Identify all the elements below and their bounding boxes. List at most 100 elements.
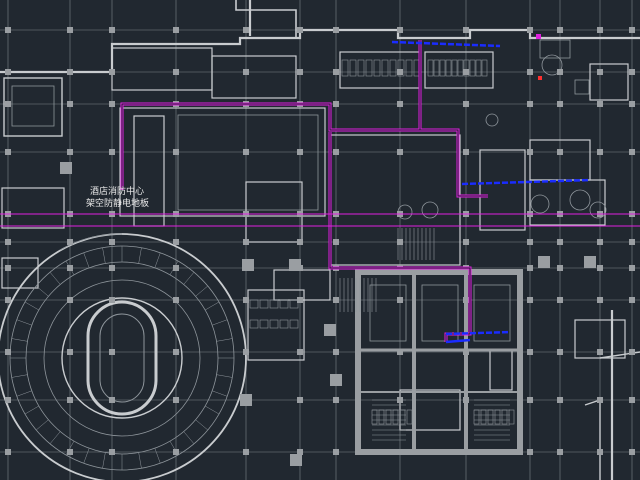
column	[397, 27, 403, 33]
ramp-tick	[205, 301, 220, 311]
column	[597, 349, 603, 355]
ramp-tick	[216, 338, 233, 342]
column	[333, 397, 339, 403]
column	[597, 239, 603, 245]
column	[297, 27, 303, 33]
column	[67, 449, 73, 455]
column	[109, 349, 115, 355]
toilet-stall	[473, 409, 480, 425]
toilet-stall	[508, 409, 515, 425]
toilet-stall	[405, 59, 413, 77]
column	[557, 101, 563, 107]
column	[5, 101, 11, 107]
toilet-stall	[463, 59, 470, 77]
column	[597, 397, 603, 403]
column	[629, 149, 635, 155]
column	[629, 101, 635, 107]
column	[463, 349, 469, 355]
toilet-stall	[480, 409, 487, 425]
column	[397, 297, 403, 303]
column	[333, 297, 339, 303]
column	[597, 449, 603, 455]
toilet-stall	[392, 409, 399, 425]
column	[5, 397, 11, 403]
column	[297, 69, 303, 75]
large-column	[242, 259, 254, 271]
column	[463, 149, 469, 155]
ramp-tick	[83, 448, 90, 464]
equipment-box	[259, 299, 269, 309]
ramp-tick	[11, 374, 28, 378]
column	[109, 397, 115, 403]
column	[297, 239, 303, 245]
column	[67, 239, 73, 245]
ramp-tick	[138, 247, 142, 264]
equipment-box	[269, 319, 279, 329]
ramp-tick	[49, 431, 61, 444]
ramp-tick	[24, 405, 39, 415]
large-column	[290, 454, 302, 466]
column	[5, 239, 11, 245]
ramp-tick	[16, 319, 32, 326]
equipment-box	[249, 299, 259, 309]
column	[629, 27, 635, 33]
column	[397, 239, 403, 245]
column	[109, 101, 115, 107]
column	[67, 69, 73, 75]
column	[5, 69, 11, 75]
column	[173, 239, 179, 245]
column	[109, 149, 115, 155]
toilet-stall	[406, 409, 413, 425]
column	[297, 349, 303, 355]
column	[297, 397, 303, 403]
ramp-tick	[102, 452, 106, 469]
toilet-stall	[457, 59, 464, 77]
column	[597, 297, 603, 303]
column	[243, 27, 249, 33]
column	[333, 69, 339, 75]
column	[557, 149, 563, 155]
ramp-tick	[24, 301, 39, 311]
ramp-tick	[212, 319, 228, 326]
column	[397, 449, 403, 455]
column	[333, 101, 339, 107]
equipment-box	[249, 319, 259, 329]
toilet-stall	[378, 409, 385, 425]
column	[5, 265, 11, 271]
toilet-stall	[439, 59, 446, 77]
column	[629, 349, 635, 355]
toilet-stall	[433, 59, 440, 77]
toilet-stall	[494, 409, 501, 425]
toilet-stall	[427, 59, 434, 77]
ramp-tick	[49, 272, 61, 285]
column	[527, 349, 533, 355]
ramp-tick	[183, 431, 195, 444]
ramp-tick	[216, 374, 233, 378]
column	[397, 149, 403, 155]
toilet-stall	[381, 59, 389, 77]
ramp-tick	[138, 452, 142, 469]
column	[109, 239, 115, 245]
column	[297, 297, 303, 303]
column	[173, 69, 179, 75]
column	[173, 149, 179, 155]
ramp-tick	[212, 390, 228, 397]
column	[109, 449, 115, 455]
ramp-tick	[102, 247, 106, 264]
column	[297, 149, 303, 155]
toilet-stall	[445, 59, 452, 77]
large-column	[240, 394, 252, 406]
hvac-duct-route	[0, 40, 640, 342]
column	[597, 101, 603, 107]
toilet-stall	[451, 59, 458, 77]
column	[173, 397, 179, 403]
column	[173, 449, 179, 455]
column	[5, 27, 11, 33]
circular-ramp	[0, 233, 247, 480]
column	[109, 297, 115, 303]
fixture-rows	[249, 59, 515, 425]
column	[109, 265, 115, 271]
column	[5, 349, 11, 355]
column	[67, 265, 73, 271]
